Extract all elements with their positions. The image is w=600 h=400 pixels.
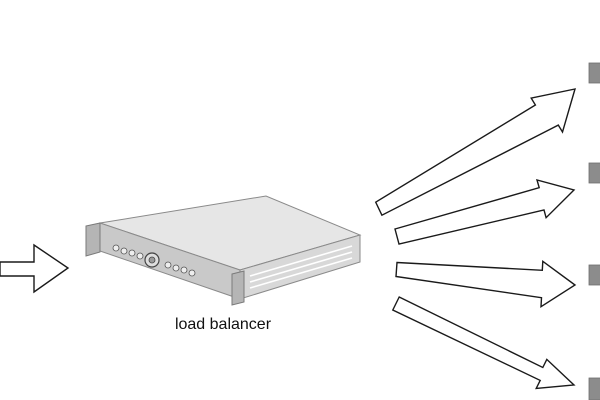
incoming-arrow <box>0 243 70 294</box>
backend-server-4 <box>588 377 600 400</box>
power-button-icon <box>144 252 160 268</box>
outgoing-arrow-3 <box>395 259 577 309</box>
load-balancer-label: load balancer <box>174 316 272 333</box>
outgoing-arrow-2 <box>394 179 576 245</box>
outgoing-arrow-1 <box>374 88 576 217</box>
load-balancer-appliance-icon <box>85 195 362 306</box>
backend-server-1 <box>588 62 600 84</box>
outgoing-arrow-4 <box>391 296 576 390</box>
backend-server-2 <box>588 162 600 184</box>
backend-server-3 <box>588 264 600 286</box>
